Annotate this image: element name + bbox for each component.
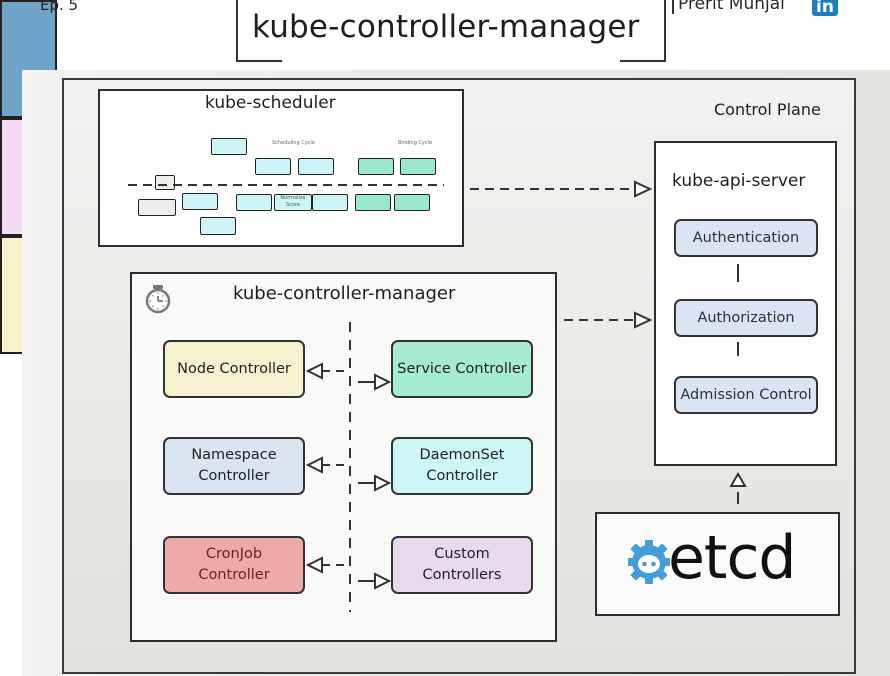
- kube-api-server-title: kube-api-server: [672, 171, 806, 191]
- authorization-stage: Authorization: [674, 299, 818, 337]
- scheduler-step: [211, 138, 247, 155]
- page-title: kube-controller-manager: [252, 9, 640, 45]
- scheduler-step: [312, 194, 348, 211]
- episode-label: Ep. 5: [40, 0, 79, 14]
- node-controller: Node Controller: [163, 340, 305, 398]
- admission-control-stage: Admission Control: [674, 376, 818, 414]
- scheduler-step: [255, 158, 291, 175]
- scheduler-step: [138, 199, 176, 216]
- scheduler-step: [182, 193, 218, 210]
- binding-step: [394, 194, 430, 211]
- author-name: Prerit Munjal: [678, 0, 785, 14]
- scheduler-step: [200, 217, 236, 235]
- normalize-score-step: Normalize Score: [274, 194, 312, 211]
- control-plane-label: Control Plane: [714, 100, 821, 119]
- binding-step: [355, 194, 391, 211]
- scheduler-step: [236, 194, 272, 211]
- authentication-stage: Authentication: [674, 219, 818, 257]
- binding-step: [358, 158, 394, 175]
- etcd-label: etcd: [668, 523, 797, 593]
- binding-step: [400, 158, 436, 175]
- scheduler-step: [155, 175, 175, 190]
- stopwatch-icon: [145, 285, 171, 314]
- title-bracket-left: [236, 0, 282, 62]
- daemonset-controller: DaemonSet Controller: [391, 437, 533, 495]
- scheduling-cycle-label: Scheduling Cycle: [272, 140, 315, 146]
- kube-scheduler-title: kube-scheduler: [205, 93, 336, 113]
- custom-controllers: Custom Controllers: [391, 536, 533, 594]
- namespace-controller: Namespace Controller: [163, 437, 305, 495]
- linkedin-icon[interactable]: in: [812, 0, 838, 17]
- service-controller: Service Controller: [391, 340, 533, 398]
- etcd-logo-icon: [628, 540, 670, 584]
- author-divider: [672, 0, 674, 14]
- scheduler-step: [298, 158, 334, 175]
- title-bracket-right: [620, 0, 666, 62]
- cronjob-controller: CronJob Controller: [163, 536, 305, 594]
- kube-controller-manager-title: kube-controller-manager: [233, 283, 456, 304]
- binding-cycle-label: Binding Cycle: [398, 140, 433, 146]
